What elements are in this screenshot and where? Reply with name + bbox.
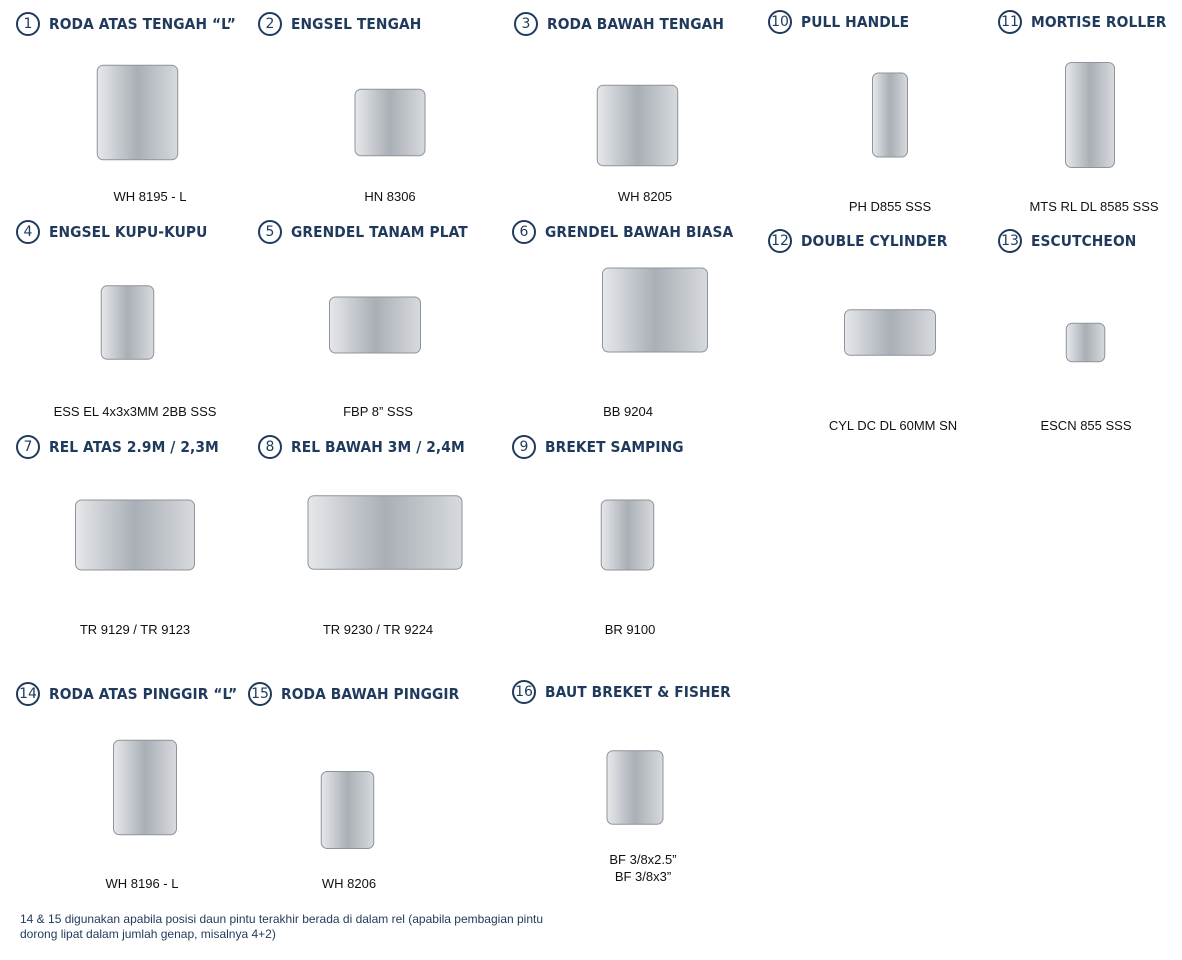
product-header: 1 RODA ATAS TENGAH “L” [16, 12, 252, 36]
product-code-line: BR 9100 [604, 622, 656, 637]
product-code: WH 8196 - L [22, 875, 262, 892]
product-code: WH 8206 [229, 875, 469, 892]
product-code: TR 9230 / TR 9224 [258, 621, 498, 638]
product-code-line: TR 9129 / TR 9123 [79, 622, 191, 637]
product-code: BR 9100 [510, 621, 750, 638]
product-title: DOUBLE CYLINDER [801, 232, 948, 250]
product-header: 4 ENGSEL KUPU-KUPU [16, 220, 221, 244]
product-header: 5 GRENDEL TANAM PLAT [258, 220, 483, 244]
product-title: ENGSEL TENGAH [291, 15, 422, 33]
product-code-line: CYL DC DL 60MM SN [828, 418, 958, 433]
top-rail-icon [75, 499, 195, 571]
item-number-badge: 5 [258, 220, 282, 244]
footnote: 14 & 15 digunakan apabila posisi daun pi… [20, 912, 544, 941]
product-title: RODA ATAS PINGGIR “L” [49, 685, 238, 703]
item-number-badge: 14 [16, 682, 40, 706]
product-header: 16 BAUT BREKET & FISHER [512, 680, 747, 704]
product-code-line: WH 8205 [617, 189, 673, 204]
top-center-roller-icon [96, 64, 179, 161]
product-code: FBP 8” SSS [258, 403, 498, 420]
product-code-line: TR 9230 / TR 9224 [322, 622, 434, 637]
product-code-line: PH D855 SSS [848, 199, 932, 214]
product-code: TR 9129 / TR 9123 [15, 621, 255, 638]
product-code: ESCN 855 SSS [966, 417, 1182, 434]
bolt-anchor-icon [606, 750, 664, 825]
item-number-badge: 12 [768, 229, 792, 253]
product-header: 10 PULL HANDLE [768, 10, 919, 34]
product-header: 2 ENGSEL TENGAH [258, 12, 433, 36]
product-header: 3 RODA BAWAH TENGAH [514, 12, 739, 36]
product-code: BF 3/8x2.5” BF 3/8x3” [523, 851, 763, 885]
product-code-line: WH 8206 [321, 876, 377, 891]
top-side-roller-icon [113, 739, 177, 836]
product-title: ESCUTCHEON [1031, 232, 1137, 250]
product-title: BAUT BREKET & FISHER [545, 683, 731, 701]
bottom-center-roller-icon [596, 84, 679, 167]
flush-bolt-icon [329, 296, 421, 354]
item-number-badge: 3 [514, 12, 538, 36]
product-code: BB 9204 [508, 403, 748, 420]
item-number-badge: 6 [512, 220, 536, 244]
product-code-line: BB 9204 [603, 404, 653, 419]
product-title: REL BAWAH 3M / 2,4M [291, 438, 465, 456]
item-number-badge: 7 [16, 435, 40, 459]
cylinder-keys-icon [844, 309, 936, 356]
product-code: CYL DC DL 60MM SN [773, 417, 1013, 434]
product-title: ENGSEL KUPU-KUPU [49, 223, 208, 241]
product-title: RODA BAWAH TENGAH [547, 15, 725, 33]
product-code: WH 8195 - L [30, 188, 270, 205]
product-code-line: BF 3/8x2.5” [609, 852, 677, 867]
product-header: 6 GRENDEL BAWAH BIASA [512, 220, 750, 244]
product-header: 8 REL BAWAH 3M / 2,4M [258, 435, 480, 459]
product-code-line: WH 8196 - L [105, 876, 179, 891]
product-header: 14 RODA ATAS PINGGIR “L” [16, 682, 254, 706]
product-code: ESS EL 4x3x3MM 2BB SSS [15, 403, 255, 420]
product-code: MTS RL DL 8585 SSS [974, 198, 1182, 215]
center-hinge-icon [354, 88, 426, 157]
product-header: 7 REL ATAS 2.9M / 2,3M [16, 435, 234, 459]
product-title: BREKET SAMPING [545, 438, 684, 456]
product-header: 11 MORTISE ROLLER [998, 10, 1178, 34]
product-header: 9 BREKET SAMPING [512, 435, 696, 459]
bottom-rail-icon [307, 495, 463, 570]
item-number-badge: 1 [16, 12, 40, 36]
product-code: HN 8306 [270, 188, 510, 205]
item-number-badge: 11 [998, 10, 1022, 34]
barrel-bolt-icon [602, 267, 708, 353]
bottom-side-roller-icon [320, 771, 375, 849]
item-number-badge: 15 [248, 682, 272, 706]
butterfly-hinge-icon [100, 285, 155, 360]
side-bracket-icon [600, 499, 655, 571]
product-header: 15 RODA BAWAH PINGGIR [248, 682, 475, 706]
item-number-badge: 10 [768, 10, 792, 34]
product-title: GRENDEL BAWAH BIASA [545, 223, 734, 241]
product-code-line: HN 8306 [364, 189, 416, 204]
product-title: RODA BAWAH PINGGIR [281, 685, 460, 703]
product-code-line: BF 3/8x3” [614, 869, 672, 884]
item-number-badge: 9 [512, 435, 536, 459]
mortise-lock-icon [1065, 62, 1115, 168]
product-title: RODA ATAS TENGAH “L” [49, 15, 236, 33]
product-code-line: FBP 8” SSS [343, 404, 413, 419]
item-number-badge: 8 [258, 435, 282, 459]
product-title: MORTISE ROLLER [1031, 13, 1167, 31]
item-number-badge: 13 [998, 229, 1022, 253]
item-number-badge: 16 [512, 680, 536, 704]
product-code: PH D855 SSS [770, 198, 1010, 215]
product-title: PULL HANDLE [801, 13, 910, 31]
item-number-badge: 2 [258, 12, 282, 36]
product-code-line: ESCN 855 SSS [1040, 418, 1132, 433]
product-code: WH 8205 [525, 188, 765, 205]
product-title: REL ATAS 2.9M / 2,3M [49, 438, 219, 456]
escutcheon-icon [1065, 322, 1106, 363]
product-code-line: WH 8195 - L [113, 189, 187, 204]
pull-handle-icon [872, 72, 908, 158]
product-header: 13 ESCUTCHEON [998, 229, 1146, 253]
product-title: GRENDEL TANAM PLAT [291, 223, 468, 241]
product-code-line: MTS RL DL 8585 SSS [1029, 199, 1159, 214]
product-code-line: ESS EL 4x3x3MM 2BB SSS [53, 404, 217, 419]
item-number-badge: 4 [16, 220, 40, 244]
product-header: 12 DOUBLE CYLINDER [768, 229, 960, 253]
